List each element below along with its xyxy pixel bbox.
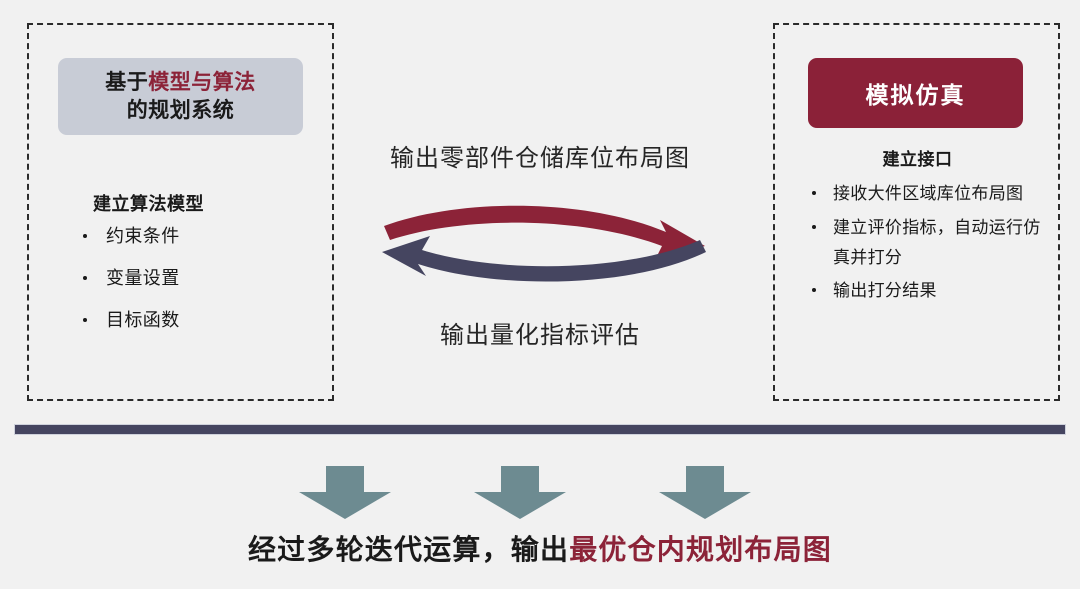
right-panel-body: 建立接口 接收大件区域库位布局图 建立评价指标，自动运行仿真并打分 输出打分结果 xyxy=(790,145,1045,310)
cycle-bottom-label: 输出量化指标评估 xyxy=(440,322,640,349)
down-arrow-icon xyxy=(474,466,566,519)
list-item: 输出打分结果 xyxy=(790,276,1045,306)
bullet-dot-icon xyxy=(812,288,816,293)
list-item-label: 约束条件 xyxy=(106,226,180,246)
simulation-chip: 模拟仿真 xyxy=(808,58,1023,128)
left-bullet-list: 约束条件 变量设置 目标函数 xyxy=(58,222,308,335)
cycle-arrows xyxy=(370,190,720,310)
bullet-dot-icon xyxy=(83,233,87,238)
bullet-dot-icon xyxy=(812,224,816,229)
list-item-label: 目标函数 xyxy=(106,310,180,331)
list-item: 目标函数 xyxy=(58,306,308,335)
planning-system-chip-line1: 基于模型与算法 xyxy=(105,69,256,96)
list-item: 接收大件区域库位布局图 xyxy=(790,179,1045,209)
list-item-label: 输出打分结果 xyxy=(833,281,937,301)
list-item-label: 建立评价指标，自动运行仿真并打分 xyxy=(833,217,1041,267)
right-section-title: 建立接口 xyxy=(882,150,953,169)
left-section-title: 建立算法模型 xyxy=(93,194,204,214)
planning-system-chip: 基于模型与算法 的规划系统 xyxy=(58,58,303,135)
list-item-label: 变量设置 xyxy=(106,268,180,289)
cycle-arrow-left-icon xyxy=(382,236,706,282)
conclusion-prefix: 经过多轮迭代运算，输出 xyxy=(247,534,570,565)
planning-system-chip-line1-accent: 模型与算法 xyxy=(148,71,256,95)
section-divider-bar xyxy=(14,424,1066,435)
cycle-arrow-right-icon xyxy=(384,205,705,260)
right-bullet-list: 接收大件区域库位布局图 建立评价指标，自动运行仿真并打分 输出打分结果 xyxy=(790,179,1045,306)
bullet-dot-icon xyxy=(83,276,87,281)
planning-system-chip-line2: 的规划系统 xyxy=(126,98,235,122)
down-arrow-icon xyxy=(299,466,391,519)
list-item: 建立评价指标，自动运行仿真并打分 xyxy=(790,213,1045,273)
bullet-dot-icon xyxy=(83,318,87,323)
right-dashed-panel xyxy=(773,23,1060,401)
bullet-dot-icon xyxy=(812,191,816,196)
left-dashed-panel xyxy=(27,23,334,401)
list-item: 变量设置 xyxy=(58,264,308,293)
simulation-chip-label: 模拟仿真 xyxy=(865,82,966,108)
list-item-label: 接收大件区域库位布局图 xyxy=(833,184,1024,203)
down-arrow-icon xyxy=(659,466,751,519)
conclusion-accent: 最优仓内规划布局图 xyxy=(569,534,832,565)
cycle-top-label: 输出零部件仓储库位布局图 xyxy=(390,145,690,172)
left-panel-body: 建立算法模型 约束条件 变量设置 目标函数 xyxy=(58,190,308,348)
list-item: 约束条件 xyxy=(58,222,308,251)
conclusion-text: 经过多轮迭代运算，输出最优仓内规划布局图 xyxy=(0,528,1080,568)
planning-system-chip-line1-prefix: 基于 xyxy=(105,71,149,95)
